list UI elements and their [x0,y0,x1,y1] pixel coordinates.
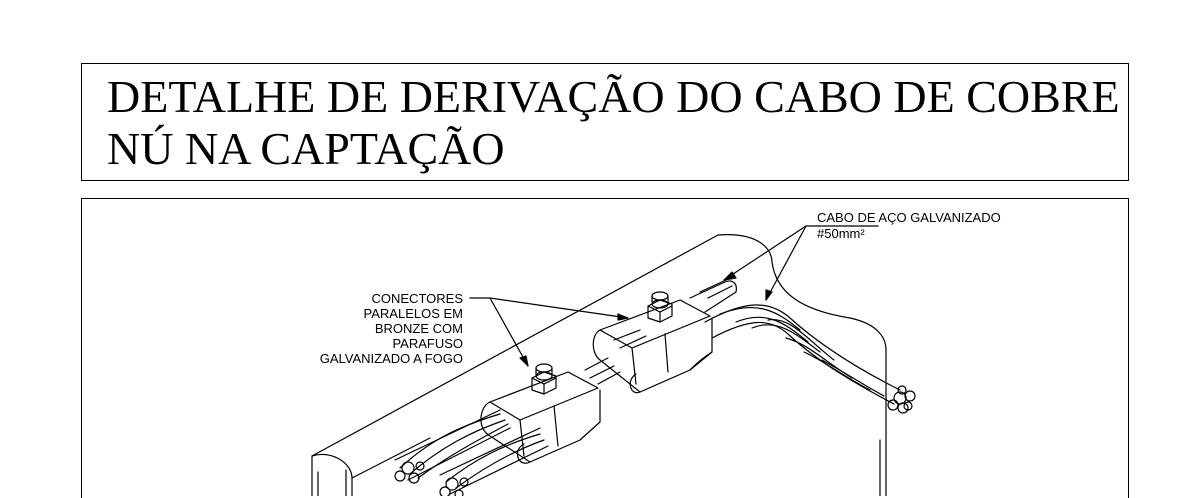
title-line-1: DETALHE DE DERIVAÇÃO DO CABO DE COBRE [107,71,1120,122]
title-block: DETALHE DE DERIVAÇÃO DO CABO DE COBRE NÚ… [81,63,1129,181]
connector-front [480,363,601,464]
connector-rear [592,291,713,394]
front-cables [394,409,549,496]
cable-label-line-2: #50mm² [817,226,865,241]
connector-label-line-4: PARAFUSO [392,336,463,351]
drawing-frame [81,198,1129,498]
bent-cable [704,304,916,414]
leader-lines [469,225,879,367]
connector-label-line-1: CONECTORES [372,291,464,306]
base-outline [311,234,887,496]
cable-label-line-1: CABO DE AÇO GALVANIZADO [817,210,1001,225]
connector-label-line-3: BRONZE COM [375,321,463,336]
title-line-2: NÚ NA CAPTAÇÃO [107,123,505,174]
connector-label-line-5: GALVANIZADO A FOGO [320,351,463,366]
connector-label-line-2: PARALELOS EM [364,306,463,321]
